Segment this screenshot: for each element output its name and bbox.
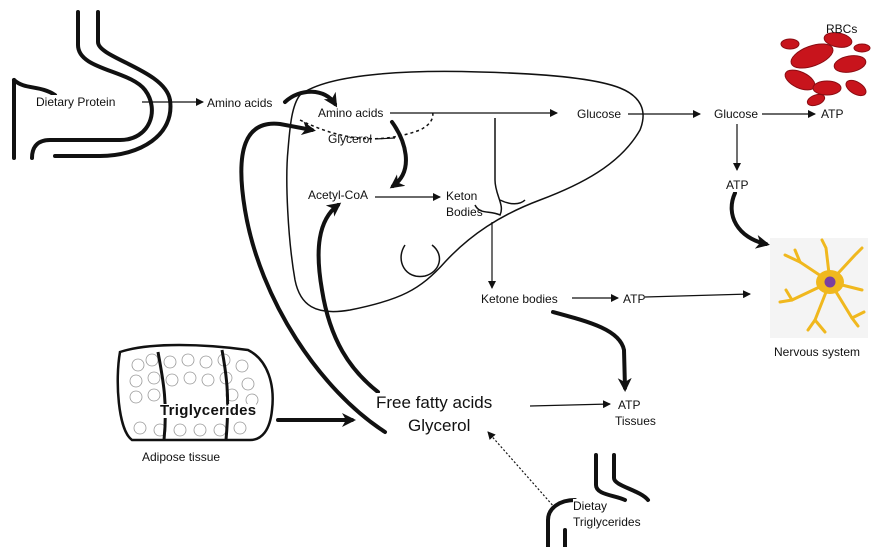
label-glucose-liver: Glucose xyxy=(577,107,621,121)
label-glycerol-liver: Glycerol xyxy=(328,132,372,146)
label-amino-acids-left: Amino acids xyxy=(207,96,272,110)
label-acetyl-coa: Acetyl-CoA xyxy=(308,188,368,202)
arrow-amino-acetyl xyxy=(392,122,406,186)
label-tissues: Tissues xyxy=(615,414,656,428)
stomach-icon xyxy=(14,12,170,158)
arrow-ketone-tissues xyxy=(553,312,625,388)
label-atp-rbc: ATP xyxy=(821,107,843,121)
adipose-icon xyxy=(118,345,273,440)
bold-arrows xyxy=(241,92,766,432)
label-triglycerides: Triglycerides xyxy=(160,404,256,418)
label-dietary-protein: Dietary Protein xyxy=(36,95,115,109)
arrow-dietary-tg-glycerol xyxy=(488,432,555,508)
label-ketone-bodies: Ketone bodies xyxy=(481,292,558,306)
label-nervous-system: Nervous system xyxy=(774,345,860,359)
label-atp-tissues: ATP xyxy=(618,398,640,412)
label-dietary-tg-1: Dietay xyxy=(573,499,607,513)
label-atp-under-glucose: ATP xyxy=(726,178,748,192)
label-adipose-tissue: Adipose tissue xyxy=(142,450,220,464)
label-rbcs: RBCs xyxy=(826,22,857,36)
neuron-icon xyxy=(770,238,868,338)
label-amino-acids-liver: Amino acids xyxy=(318,106,383,120)
glycerol-pointer-line xyxy=(375,138,395,139)
label-glycerol-big: Glycerol xyxy=(408,416,470,436)
arrow-atp-nervous xyxy=(645,294,750,297)
label-dietary-tg-2: Triglycerides xyxy=(573,515,641,529)
arrow-amino-liver xyxy=(285,92,335,104)
label-ketone-bodies-liver-2: Bodies xyxy=(446,205,483,219)
rbc-icon xyxy=(781,31,870,108)
label-glucose-rbc: Glucose xyxy=(714,107,758,121)
arrow-atp-nervous-bold xyxy=(732,193,766,244)
label-free-fatty-acids: Free fatty acids xyxy=(376,393,492,413)
label-atp-ketone: ATP xyxy=(623,292,645,306)
label-ketone-bodies-liver-1: Keton xyxy=(446,189,477,203)
arrow-ffa-acetyl xyxy=(319,205,378,392)
arrow-ffa-atp xyxy=(530,404,610,406)
